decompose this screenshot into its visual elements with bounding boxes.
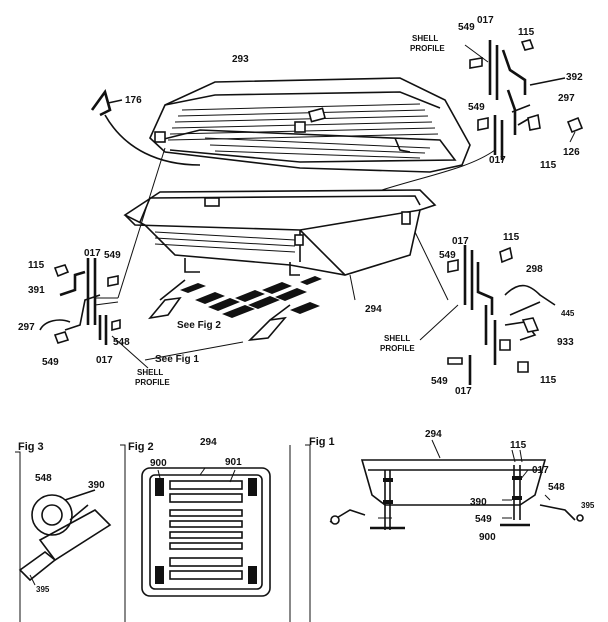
label-548-fig1: 548 <box>548 482 565 493</box>
label-297-left: 297 <box>18 322 35 333</box>
label-901-fig2: 901 <box>225 457 242 468</box>
label-548-fig3: 548 <box>35 473 52 484</box>
fig-3 <box>15 451 112 622</box>
label-profile-right: PROFILE <box>380 344 415 353</box>
label-017-right: 017 <box>452 236 469 247</box>
label-115-right-low: 115 <box>540 375 557 386</box>
label-445: 445 <box>561 309 575 318</box>
label-549-mid: 549 <box>468 102 485 113</box>
label-shell-top: SHELL <box>412 34 438 43</box>
label-shell-left: SHELL <box>137 368 163 377</box>
label-fig-1: Fig 1 <box>309 436 335 448</box>
label-115-fig1: 115 <box>510 440 527 451</box>
label-297-top: 297 <box>558 93 575 104</box>
connector-line-left <box>117 147 166 299</box>
label-profile-left: PROFILE <box>135 378 170 387</box>
label-900-fig1: 900 <box>479 532 496 543</box>
label-017-fig1: 017 <box>532 465 549 476</box>
fig-1 <box>305 439 584 622</box>
label-293: 293 <box>232 54 249 65</box>
label-017-mid: 017 <box>489 155 506 166</box>
label-549-right: 549 <box>439 250 456 261</box>
label-298: 298 <box>526 264 543 275</box>
right-upper-bracket <box>464 39 584 160</box>
label-017-right-low: 017 <box>455 386 472 397</box>
label-294-fig2: 294 <box>200 437 217 448</box>
label-549-top: 549 <box>458 22 475 33</box>
connector-line-right-lower <box>414 231 449 301</box>
label-900-fig2: 900 <box>150 458 167 469</box>
right-lower-bracket <box>419 245 556 385</box>
label-548-left: 548 <box>113 337 130 348</box>
label-395-fig3: 395 <box>36 585 50 594</box>
grill-lid <box>149 77 471 173</box>
label-549-left-low: 549 <box>42 357 59 368</box>
label-fig-3: Fig 3 <box>18 441 44 453</box>
label-115-top: 115 <box>518 27 535 38</box>
label-176: 176 <box>125 95 142 106</box>
connector-line-base <box>349 274 356 301</box>
label-see-fig-2: See Fig 2 <box>177 320 221 331</box>
label-390-fig3: 390 <box>88 480 105 491</box>
label-294-main: 294 <box>365 304 382 315</box>
label-profile-top: PROFILE <box>410 44 445 53</box>
label-fig-2: Fig 2 <box>128 441 154 453</box>
label-549-fig1: 549 <box>475 514 492 525</box>
label-549-left-top: 549 <box>104 250 121 261</box>
label-115-mid: 115 <box>540 160 557 171</box>
label-126: 126 <box>563 147 580 158</box>
cooking-grates <box>180 276 322 318</box>
label-017-left-top: 017 <box>84 248 101 259</box>
left-bracket-assembly <box>39 258 149 369</box>
grill-base <box>123 189 437 276</box>
connector-line-right <box>381 149 496 191</box>
label-115-left: 115 <box>28 260 45 271</box>
label-294-fig1: 294 <box>425 429 442 440</box>
label-933: 933 <box>557 337 574 348</box>
label-395-fig1: 395 <box>581 501 595 510</box>
label-115-right: 115 <box>503 232 520 243</box>
label-shell-right: SHELL <box>384 334 410 343</box>
label-017-top: 017 <box>477 15 494 26</box>
fig-2 <box>120 444 291 622</box>
label-392: 392 <box>566 72 583 83</box>
label-549-right-low: 549 <box>431 376 448 387</box>
handle-176 <box>90 89 201 166</box>
label-390-fig1: 390 <box>470 497 487 508</box>
bottom-brackets <box>144 279 291 361</box>
label-017-left-low: 017 <box>96 355 113 366</box>
label-see-fig-1: See Fig 1 <box>155 354 199 365</box>
label-391: 391 <box>28 285 45 296</box>
